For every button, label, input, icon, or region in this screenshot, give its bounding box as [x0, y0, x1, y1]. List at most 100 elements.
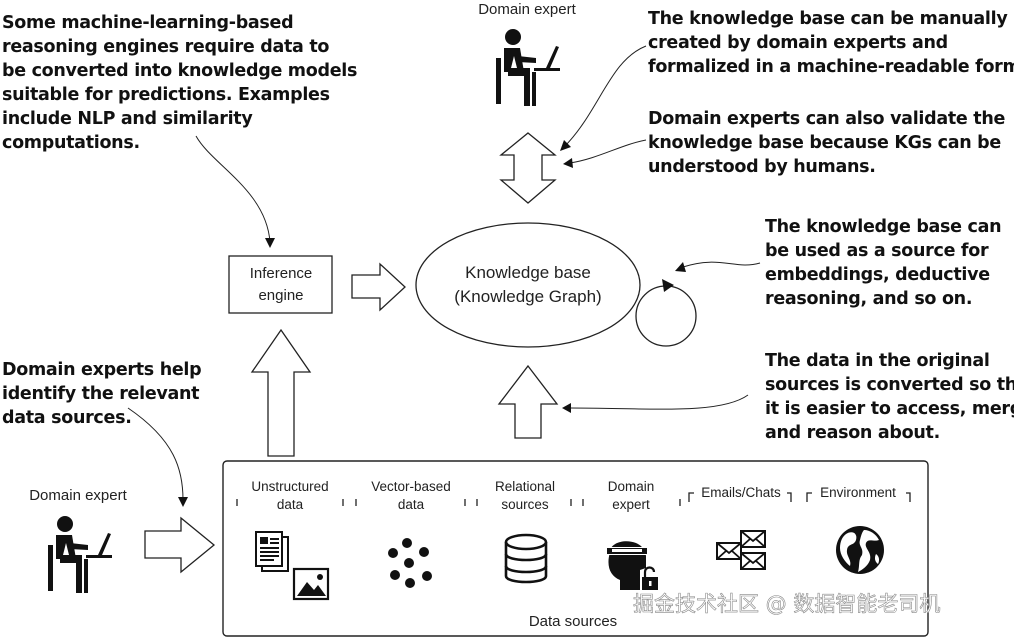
source-label-relational: Relational [495, 479, 555, 494]
data-sources-label: Data sources [529, 613, 617, 630]
svg-text:be converted into knowledge mo: be converted into knowledge models [2, 61, 357, 81]
source-label-vector: Vector-based [371, 479, 451, 494]
bidirectional-arrow [499, 132, 557, 204]
up-arrow-to-knowledge-base [497, 364, 559, 439]
cycle-arrowhead [662, 279, 674, 292]
svg-text:embeddings, deductive: embeddings, deductive [765, 265, 990, 285]
note-line: include NLP and similarity [2, 109, 253, 129]
svg-text:understood by humans.: understood by humans. [648, 157, 876, 177]
label-bracket [582, 499, 681, 506]
knowledge-base-ellipse [415, 222, 641, 348]
right-arrow [351, 262, 406, 312]
source-label-vector: data [398, 497, 425, 512]
svg-text:suitable for predictions. Exam: suitable for predictions. Examples [2, 85, 330, 105]
person-laptop-icon [48, 516, 112, 593]
svg-text:it is easier to access, merge,: it is easier to access, merge, [765, 399, 1014, 419]
note-line: formalized in a machine-readable format. [648, 57, 1014, 77]
pointer-curve [569, 394, 749, 410]
inference-engine-box [228, 255, 333, 314]
note-line: The knowledge base can be manually [648, 9, 1008, 29]
person-laptop-icon [496, 29, 560, 106]
note-line: created by domain experts and [648, 33, 948, 53]
svg-text:The data in the original: The data in the original [765, 351, 990, 371]
source-label-emails: Emails/Chats [701, 485, 781, 500]
document-image-icon [255, 531, 330, 601]
svg-text:sources is converted so that: sources is converted so that [765, 375, 1014, 395]
svg-text:knowledge base because KGs can: knowledge base because KGs can be [648, 133, 1001, 153]
note-line: and reason about. [765, 423, 940, 443]
note-line: The data in the original [765, 351, 990, 371]
pointer-curve [195, 135, 271, 243]
pointer-curve [682, 261, 761, 268]
annotation-pointers [127, 45, 761, 507]
dots-cluster-icon [388, 538, 432, 588]
note-line: identify the relevant [2, 384, 199, 404]
pointer-arrowhead [265, 238, 275, 248]
domain-expert-left-label: Domain expert [29, 487, 127, 504]
svg-text:Domain experts can also valida: Domain experts can also validate the [648, 109, 1005, 129]
inference-engine-label: Inference [250, 265, 313, 282]
note-converted: The data in the original sources is conv… [765, 351, 1014, 443]
note-line: reasoning, and so on. [765, 289, 972, 309]
inference-engine-label: engine [258, 287, 303, 304]
svg-text:be used as a source for: be used as a source for [765, 241, 989, 261]
svg-text:and reason about.: and reason about. [765, 423, 940, 443]
watermark-text: 掘金技术社区 @ 数据智能老司机 [633, 592, 940, 616]
pointer-arrowhead [178, 497, 188, 507]
svg-text:Domain experts help: Domain experts help [2, 360, 201, 380]
knowledge-base-label: Knowledge base [465, 263, 591, 282]
note-top-left: Some machine-learning-based reasoning en… [2, 13, 357, 153]
svg-text:include NLP and similarity: include NLP and similarity [2, 109, 253, 129]
data-sources-box [222, 460, 929, 637]
label-bracket [476, 499, 572, 506]
note-validate: Domain experts can also validate the kno… [648, 109, 1006, 177]
note-top-right: The knowledge base can be manually creat… [648, 9, 1014, 77]
note-embeddings: The knowledge base can be used as a sour… [765, 217, 1002, 309]
note-line: be used as a source for [765, 241, 989, 261]
svg-text:formalized in a machine-readab: formalized in a machine-readable format. [648, 57, 1014, 77]
note-line: data sources. [2, 408, 132, 428]
pointer-arrowhead [562, 403, 571, 413]
note-line: be converted into knowledge models [2, 61, 357, 81]
note-domain-help: Domain experts help identify the relevan… [2, 360, 202, 428]
label-bracket [688, 492, 792, 502]
note-line: knowledge base because KGs can be [648, 133, 1001, 153]
source-label-domain-expert: Domain [608, 479, 655, 494]
note-line: computations. [2, 133, 140, 153]
note-line: understood by humans. [648, 157, 876, 177]
note-line: Some machine-learning-based [2, 13, 293, 33]
pointer-arrowhead [675, 262, 686, 272]
note-line: it is easier to access, merge, [765, 399, 1014, 419]
label-bracket [806, 492, 911, 502]
svg-text:data sources.: data sources. [2, 408, 132, 428]
pointer-curve [569, 139, 647, 164]
up-arrow-to-inference [250, 328, 312, 457]
database-icon [504, 533, 548, 584]
reasoning-cycle-icon [635, 285, 697, 347]
note-line: reasoning engines require data to [2, 37, 329, 57]
source-label-unstructured: data [277, 497, 304, 512]
svg-text:The knowledge base can be manu: The knowledge base can be manually [648, 9, 1008, 29]
pointer-curve [127, 407, 184, 501]
note-line: suitable for predictions. Examples [2, 85, 330, 105]
source-brackets [236, 492, 911, 506]
pointer-curve [564, 45, 647, 147]
source-label-environment: Environment [820, 485, 896, 500]
pointer-arrowhead [560, 140, 571, 151]
note-line: Domain experts can also validate the [648, 109, 1005, 129]
svg-text:reasoning, and so on.: reasoning, and so on. [765, 289, 972, 309]
label-bracket [236, 499, 344, 506]
source-label-unstructured: Unstructured [251, 479, 328, 494]
svg-text:reasoning engines require data: reasoning engines require data to [2, 37, 329, 57]
note-line: Domain experts help [2, 360, 201, 380]
svg-text:computations.: computations. [2, 133, 140, 153]
source-label-domain-expert: expert [612, 497, 650, 512]
right-arrow [144, 516, 216, 574]
source-label-relational: sources [501, 497, 549, 512]
globe-icon [836, 526, 884, 574]
svg-text:identify the relevant: identify the relevant [2, 384, 199, 404]
note-line: embeddings, deductive [765, 265, 990, 285]
note-line: The knowledge base can [765, 217, 1001, 237]
label-bracket [355, 499, 466, 506]
